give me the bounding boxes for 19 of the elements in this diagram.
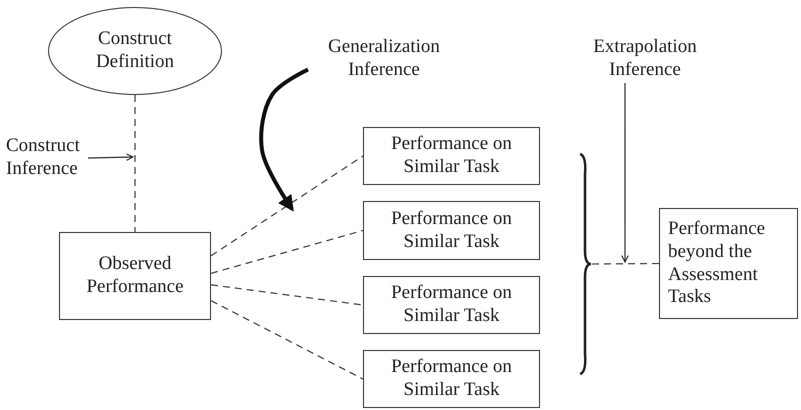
- connector-line: [134, 95, 136, 232]
- inference-label: Generalization Inference: [308, 35, 460, 83]
- arrow: [621, 83, 629, 263]
- task-box: Performance on Similar Task: [363, 350, 540, 408]
- performance-box: Performance beyond the Assessment Tasks: [659, 208, 798, 319]
- performance-box: Observed Performance: [59, 232, 211, 320]
- connector-line: [210, 156, 364, 256]
- connector-line: [592, 262, 659, 265]
- inference-label: Extrapolation Inference: [575, 35, 715, 83]
- curved-arrow: [259, 68, 309, 212]
- task-box: Performance on Similar Task: [363, 127, 540, 185]
- arrow: [88, 153, 134, 161]
- inference-label: Construct Inference: [6, 134, 88, 182]
- connector-line: [210, 300, 364, 380]
- task-box: Performance on Similar Task: [363, 201, 540, 260]
- task-box: Performance on Similar Task: [363, 276, 540, 334]
- connector-line: [210, 284, 364, 306]
- definition-ellipse: Construct Definition: [48, 7, 222, 95]
- connector-line: [210, 230, 364, 274]
